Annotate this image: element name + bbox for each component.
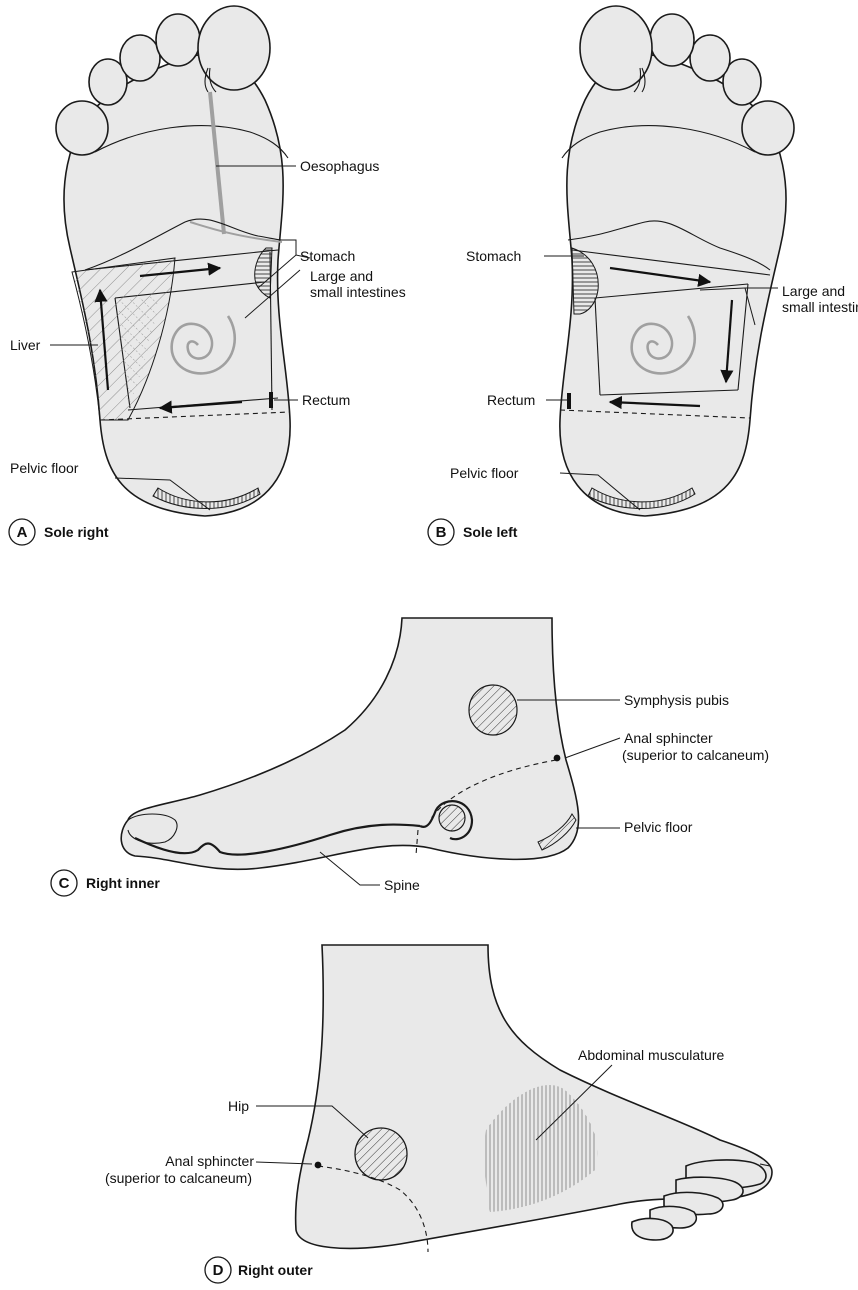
panel-d-letter: D <box>213 1262 224 1279</box>
label-pelvic-floor-c: Pelvic floor <box>624 819 693 835</box>
panel-b-letter: B <box>436 524 447 541</box>
label-anal-d-1: Anal sphincter <box>165 1153 254 1169</box>
label-anal-c-2: (superior to calcaneum) <box>622 747 769 763</box>
hip-reflex <box>355 1128 407 1180</box>
label-intestines-b-1: Large and <box>782 283 845 299</box>
panel-d-right-outer <box>256 945 772 1252</box>
label-rectum-a: Rectum <box>302 392 350 408</box>
symphysis-pubis-reflex <box>469 685 517 735</box>
label-intestines-a-1: Large and <box>310 268 373 284</box>
label-symphysis: Symphysis pubis <box>624 692 729 708</box>
anal-sphincter-point-d <box>315 1162 322 1169</box>
label-abdominal: Abdominal musculature <box>578 1047 725 1063</box>
label-rectum-b: Rectum <box>487 392 535 408</box>
label-anal-d-2: (superior to calcaneum) <box>105 1170 252 1186</box>
anal-sphincter-point-c <box>554 755 561 762</box>
label-pelvic-floor-a: Pelvic floor <box>10 460 79 476</box>
panel-d-title: Right outer <box>238 1262 313 1278</box>
panel-a-letter: A <box>17 524 28 541</box>
label-hip: Hip <box>228 1098 249 1114</box>
panel-c-right-inner <box>121 618 620 885</box>
pelvic-reflex-inner <box>439 805 465 831</box>
panel-a-sole-right <box>50 6 310 516</box>
panel-b-title: Sole left <box>463 524 518 540</box>
label-intestines-b-2: small intestines <box>782 299 858 315</box>
panel-b-sole-left <box>544 6 794 516</box>
label-stomach-a: Stomach <box>300 248 355 264</box>
label-intestines-a-2: small intestines <box>310 284 406 300</box>
label-pelvic-floor-b: Pelvic floor <box>450 465 519 481</box>
label-liver: Liver <box>10 337 41 353</box>
panel-c-letter: C <box>59 875 70 892</box>
label-spine: Spine <box>384 877 420 893</box>
label-stomach-b: Stomach <box>466 248 521 264</box>
right-inner-foot-outline <box>121 618 578 869</box>
label-oesophagus: Oesophagus <box>300 158 379 174</box>
label-anal-c-1: Anal sphincter <box>624 730 713 746</box>
panel-a-title: Sole right <box>44 524 109 540</box>
panel-c-title: Right inner <box>86 875 160 891</box>
